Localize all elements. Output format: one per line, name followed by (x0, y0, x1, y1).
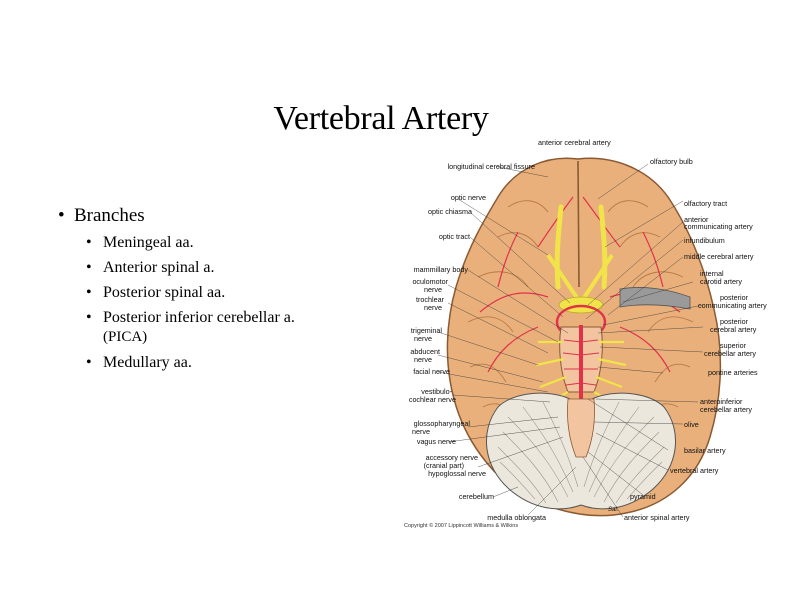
olfactory-tract-right (598, 204, 608, 290)
label-optic-nerve: optic nerve (450, 193, 486, 202)
label-pyramid: pyramid (630, 492, 656, 501)
label-trochlear-2: nerve (424, 303, 442, 312)
sub-bullet: • Medullary aa. (86, 350, 388, 375)
sub-bullet: • Posterior inferior cerebellar a. (PICA… (86, 308, 388, 347)
surface-arteries (479, 196, 681, 373)
label-abducent-2: nerve (414, 355, 432, 364)
label-glossopharyngeal: glossopharyngeal (413, 419, 470, 428)
label-internal-carotid: internal (700, 269, 724, 278)
brain-base-illustration: longitudinal cerebral fissure optic nerv… (398, 137, 792, 532)
label-middle-cerebral-artery: middle cerebral artery (684, 252, 754, 261)
label-anteroinferior: anteroinferior (700, 397, 743, 406)
sub-bullet: • Anterior spinal a. (86, 255, 388, 280)
sub-bullet-text: Posterior inferior cerebellar a. (PICA) (103, 308, 295, 347)
bullet-glyph: • (58, 205, 65, 226)
bullet-main-text: Branches (74, 205, 145, 226)
label-oculomotor: oculomotor (412, 277, 448, 286)
label-accessory-nerve: accessory nerve (425, 453, 478, 462)
label-optic-chiasma: optic chiasma (428, 207, 472, 216)
label-cerebellum: cerebellum (458, 492, 494, 501)
leader-lines (437, 163, 704, 518)
label-superior-cerebellar: superior (720, 341, 746, 350)
label-accessory-nerve-2: (cranial part) (423, 461, 464, 470)
label-pontine-arteries: pontine arteries (708, 368, 758, 377)
label-abducent: abducent (410, 347, 440, 356)
label-basilar-artery: basilar artery (684, 446, 726, 455)
label-anterior-comm-2: communicating artery (684, 222, 753, 231)
bullet-glyph: • (86, 259, 92, 276)
label-posterior-comm: posterior (720, 293, 748, 302)
label-glossopharyngeal-2: nerve (412, 427, 430, 436)
label-vestibulo-2: cochlear nerve (408, 395, 456, 404)
label-trochlear: trochlear (416, 295, 444, 304)
slide-title: Vertebral Artery (273, 100, 489, 137)
label-longitudinal-fissure: longitudinal cerebral fissure (447, 162, 536, 171)
label-anterior-spinal-artery: anterior spinal artery (624, 513, 690, 522)
label-vagus-nerve: vagus nerve (416, 437, 456, 446)
sub-bullet: • Meningeal aa. (86, 230, 388, 255)
label-olfactory-tract: olfactory tract (684, 199, 728, 208)
label-optic-tract: optic tract (438, 232, 470, 241)
label-posterior-cerebral-2: cerebral artery (710, 325, 757, 334)
sub-bullet-text: Anterior spinal a. (103, 259, 215, 276)
label-vertebral-artery: vertebral artery (670, 466, 719, 475)
label-facial-nerve: facial nerve (413, 367, 450, 376)
label-anterior-comm: anterior (684, 215, 709, 224)
label-internal-carotid-2: carotid artery (700, 277, 742, 286)
label-anterior-cerebral-artery: anterior cerebral artery (538, 138, 611, 147)
label-infundibulum: infundibulum (684, 236, 725, 245)
label-trigeminal: trigeminal (410, 326, 442, 335)
label-anteroinferior-2: cerebellar artery (700, 405, 752, 414)
label-posterior-comm-2: communicating artery (698, 301, 767, 310)
longitudinal-fissure (577, 160, 580, 288)
label-olfactory-bulb: olfactory bulb (650, 157, 693, 166)
olfactory-tract-left (554, 204, 564, 290)
bullet-glyph: • (86, 284, 92, 301)
label-superior-cerebellar-2: cerebellar artery (704, 349, 756, 358)
sub-bullet-line1: Posterior inferior cerebellar a. (103, 309, 295, 326)
sub-bullet-text: Posterior spinal aa. (103, 284, 226, 301)
pontine-branches (562, 339, 600, 386)
bullet-glyph: • (86, 354, 92, 371)
bullet-glyph: • (86, 309, 92, 326)
brain-drawing (437, 157, 722, 518)
sub-bullet: • Posterior spinal aa. (86, 280, 388, 305)
sub-bullet-text: Meningeal aa. (103, 234, 194, 251)
sub-bullet-line2: (PICA) (103, 329, 148, 345)
bullet-list: • Branches • Meningeal aa. • Anterior sp… (58, 202, 388, 375)
label-hypoglossal-nerve: hypoglossal nerve (428, 469, 486, 478)
gyri (467, 200, 694, 423)
label-trigeminal-2: nerve (414, 334, 432, 343)
sub-bullet-text: Medullary aa. (103, 354, 192, 371)
label-mammillary-body: mammillary body (413, 265, 468, 274)
artist-signature: Sal. (608, 507, 619, 513)
label-vestibulo: vestibulo- (421, 387, 452, 396)
label-medulla-oblongata: medulla oblongata (487, 513, 546, 522)
figure-copyright: Copyright © 2007 Lippincott Williams & W… (404, 523, 519, 529)
label-oculomotor-2: nerve (424, 285, 442, 294)
label-olive: olive (684, 420, 699, 429)
medulla (567, 398, 595, 458)
bullet-glyph: • (86, 234, 92, 251)
bullet-main: • Branches (58, 202, 388, 230)
label-posterior-cerebral: posterior (720, 317, 748, 326)
